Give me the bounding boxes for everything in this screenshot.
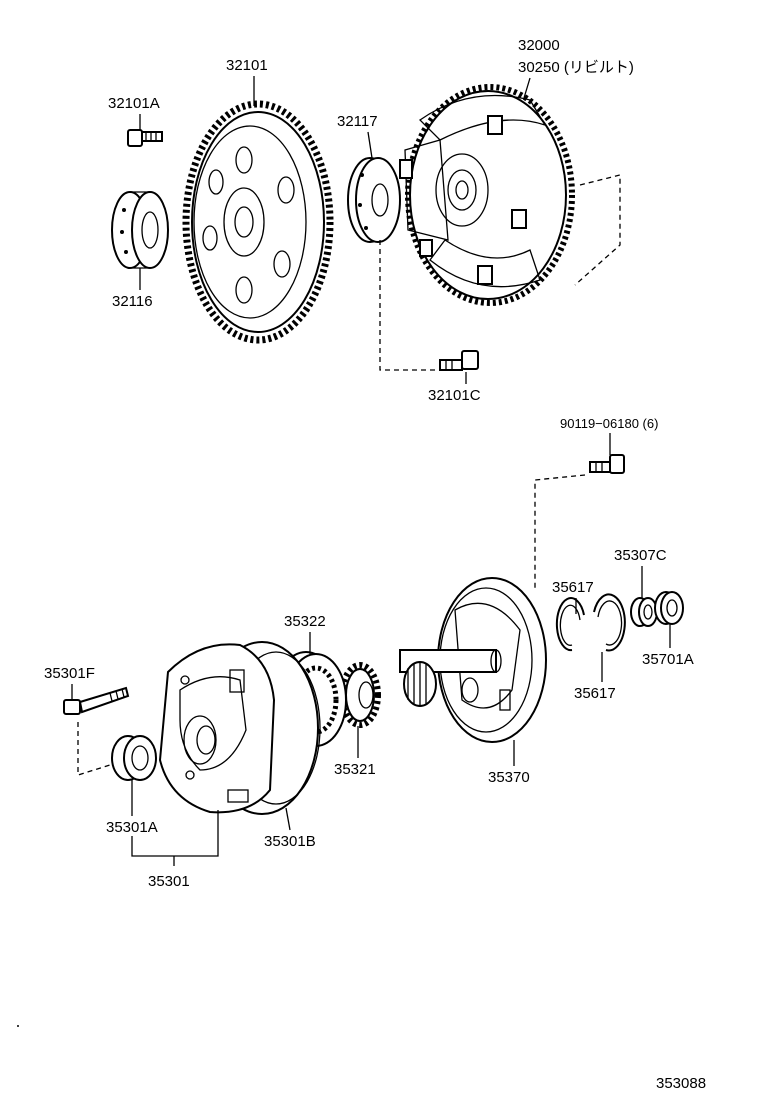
label-30250: 30250 (リビルト)	[518, 59, 634, 76]
label-32101c: 32101C	[428, 387, 481, 404]
oil-seal-35301a	[111, 735, 157, 781]
torque-converter-32000	[399, 84, 575, 306]
dashed-leader-32101c	[379, 240, 440, 371]
label-35301f: 35301F	[44, 665, 95, 682]
pump-cover-35301	[158, 643, 276, 814]
label-35701a: 35701A	[642, 651, 694, 668]
label-32000: 32000	[518, 37, 560, 54]
label-35617-top: 35617	[552, 579, 594, 596]
plate-32117	[347, 157, 401, 243]
label-35322: 35322	[284, 613, 326, 630]
label-32116: 32116	[112, 293, 153, 310]
label-32101: 32101	[226, 57, 268, 74]
spacer-32116	[111, 191, 169, 269]
label-32101a: 32101A	[108, 95, 160, 112]
drive-plate-32101	[182, 100, 334, 344]
dashed-outline-converter	[574, 174, 621, 286]
snap-ring-35617-a	[555, 597, 585, 652]
label-35301b: 35301B	[264, 833, 316, 850]
dashed-leader-35301f	[77, 722, 111, 776]
snap-ring-35617-b	[593, 593, 626, 652]
dashed-leader-90119	[534, 474, 586, 590]
bolt-90119-06180	[589, 454, 625, 474]
bolt-32101c	[439, 350, 479, 371]
group-bracket-35301	[131, 810, 219, 857]
label-35617-bottom: 35617	[574, 685, 616, 702]
label-32117: 32117	[337, 113, 378, 130]
label-90119-06180: 90119−06180 (6)	[560, 416, 658, 431]
drive-gear-35321	[339, 662, 381, 728]
label-35301: 35301	[148, 873, 190, 890]
diagram-id: 353088	[656, 1075, 706, 1092]
seal-35701a	[654, 591, 684, 625]
stator-shaft-35370	[399, 577, 547, 743]
label-35301a: 35301A	[106, 819, 158, 836]
bolt-32101a	[127, 129, 163, 147]
bushing-35307c	[630, 597, 658, 627]
label-35321: 35321	[334, 761, 376, 778]
bolt-35301f	[63, 686, 130, 715]
label-35370: 35370	[488, 769, 530, 786]
label-35307c: 35307C	[614, 547, 667, 564]
